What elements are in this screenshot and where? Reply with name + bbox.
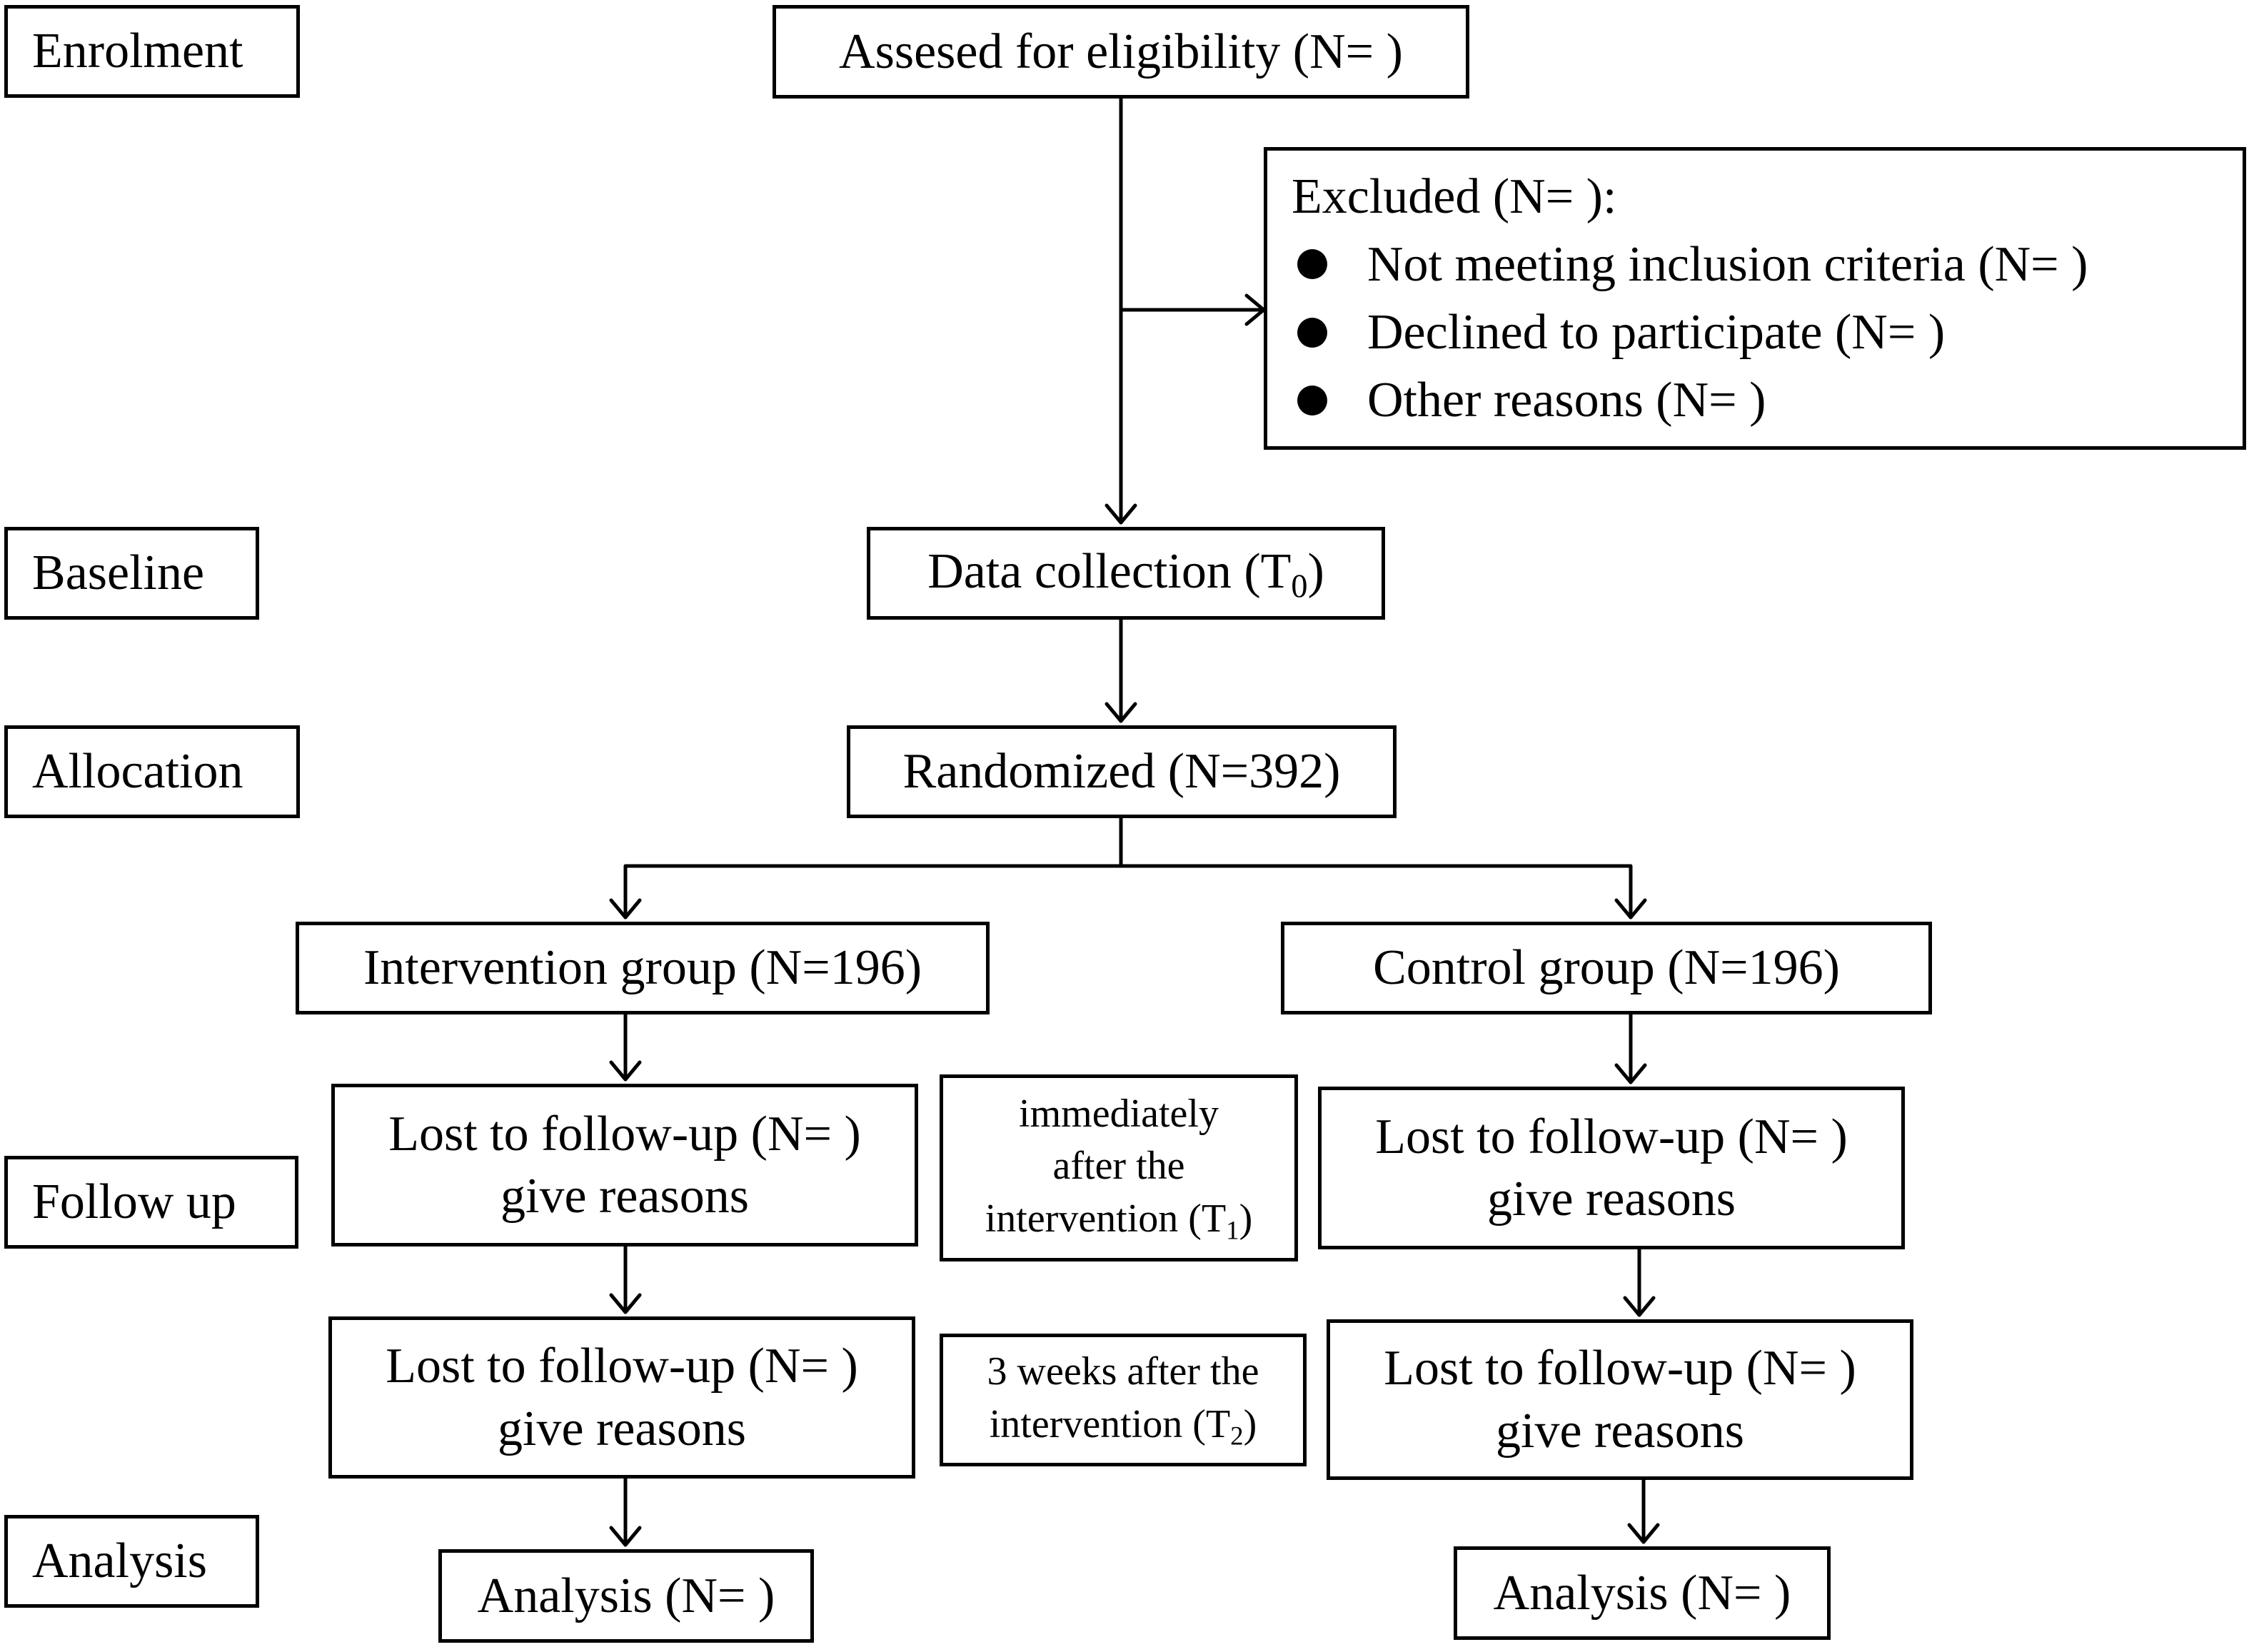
arrowhead-right-3 <box>1627 1523 1660 1544</box>
excluded-item: Other reasons (N= ) <box>1292 366 1766 434</box>
stage-allocation: Allocation <box>4 725 300 818</box>
stage-label: Allocation <box>32 744 243 800</box>
timepoint-line: 3 weeks after the <box>987 1349 1259 1394</box>
stage-enrolment: Enrolment <box>4 5 300 98</box>
randomized-box: Randomized (N=392) <box>847 725 1397 818</box>
assessed-box: Assesed for eligibility (N= ) <box>773 5 1469 99</box>
timepoint-line: intervention (T2) <box>989 1402 1257 1451</box>
excluded-item: Not meeting inclusion criteria (N= ) <box>1292 231 2088 298</box>
timepoint-line: immediately <box>1019 1091 1219 1136</box>
arrowhead-randomized <box>1105 702 1137 723</box>
analysis-text: Analysis (N= ) <box>477 1568 775 1623</box>
excluded-item-label: Not meeting inclusion criteria (N= ) <box>1367 236 2088 292</box>
arrowhead-left-1 <box>609 1060 642 1082</box>
excluded-title: Excluded (N= ): <box>1292 168 1617 224</box>
intervention-group-text: Intervention group (N=196) <box>363 940 922 996</box>
analysis-control-box: Analysis (N= ) <box>1454 1546 1831 1640</box>
reasons-line: give reasons <box>1496 1403 1744 1459</box>
arrowhead-left-3 <box>609 1526 642 1547</box>
arrowhead-data-collection <box>1105 503 1137 525</box>
data-collection-box: Data collection (T0) <box>867 527 1385 620</box>
excluded-item: Declined to participate (N= ) <box>1292 298 1945 366</box>
lost-followup-control-t2: Lost to follow-up (N= ) give reasons <box>1327 1319 1913 1480</box>
assessed-text: Assesed for eligibility (N= ) <box>839 24 1403 79</box>
bullet-icon <box>1297 385 1327 415</box>
reasons-line: give reasons <box>500 1169 749 1224</box>
reasons-line: give reasons <box>498 1401 746 1456</box>
arrowhead-control <box>1614 898 1647 920</box>
randomized-text: Randomized (N=392) <box>902 744 1341 800</box>
lost-line: Lost to follow-up (N= ) <box>386 1339 858 1394</box>
stage-follow-up: Follow up <box>4 1156 298 1249</box>
lost-line: Lost to follow-up (N= ) <box>1375 1109 1848 1164</box>
timepoint-line: intervention (T1) <box>985 1197 1253 1245</box>
data-collection-text: Data collection (T0) <box>927 543 1324 604</box>
control-group-box: Control group (N=196) <box>1281 922 1932 1014</box>
lost-followup-intervention-t2: Lost to follow-up (N= ) give reasons <box>328 1316 915 1479</box>
stage-label: Analysis <box>32 1533 207 1589</box>
bullet-icon <box>1297 317 1327 348</box>
lost-followup-intervention-t1: Lost to follow-up (N= ) give reasons <box>331 1084 918 1246</box>
stage-analysis: Analysis <box>4 1515 259 1608</box>
arrowhead-right-2 <box>1623 1296 1656 1317</box>
arrowhead-intervention <box>609 898 642 920</box>
timepoint-t2-box: 3 weeks after the intervention (T2) <box>940 1334 1307 1466</box>
arrowhead-right-1 <box>1614 1063 1647 1084</box>
arrowhead-left-2 <box>609 1293 642 1314</box>
reasons-line: give reasons <box>1487 1172 1736 1227</box>
stage-baseline: Baseline <box>4 527 259 620</box>
excluded-item-label: Other reasons (N= ) <box>1367 373 1766 428</box>
arrow-split <box>623 815 1633 920</box>
timepoint-t1-box: immediately after the intervention (T1) <box>940 1074 1298 1261</box>
timepoint-line: after the <box>1052 1144 1185 1189</box>
excluded-item-label: Declined to participate (N= ) <box>1367 305 1946 360</box>
analysis-text: Analysis (N= ) <box>1493 1565 1791 1621</box>
stage-label: Follow up <box>32 1174 236 1230</box>
lost-line: Lost to follow-up (N= ) <box>1384 1341 1856 1396</box>
excluded-box: Excluded (N= ): Not meeting inclusion cr… <box>1264 147 2246 450</box>
lost-line: Lost to follow-up (N= ) <box>388 1106 861 1162</box>
lost-followup-control-t1: Lost to follow-up (N= ) give reasons <box>1318 1087 1905 1249</box>
stage-label: Enrolment <box>32 24 243 79</box>
analysis-intervention-box: Analysis (N= ) <box>438 1549 814 1643</box>
control-group-text: Control group (N=196) <box>1373 940 1840 996</box>
intervention-group-box: Intervention group (N=196) <box>296 922 990 1014</box>
stage-label: Baseline <box>32 545 205 601</box>
bullet-icon <box>1297 249 1327 280</box>
